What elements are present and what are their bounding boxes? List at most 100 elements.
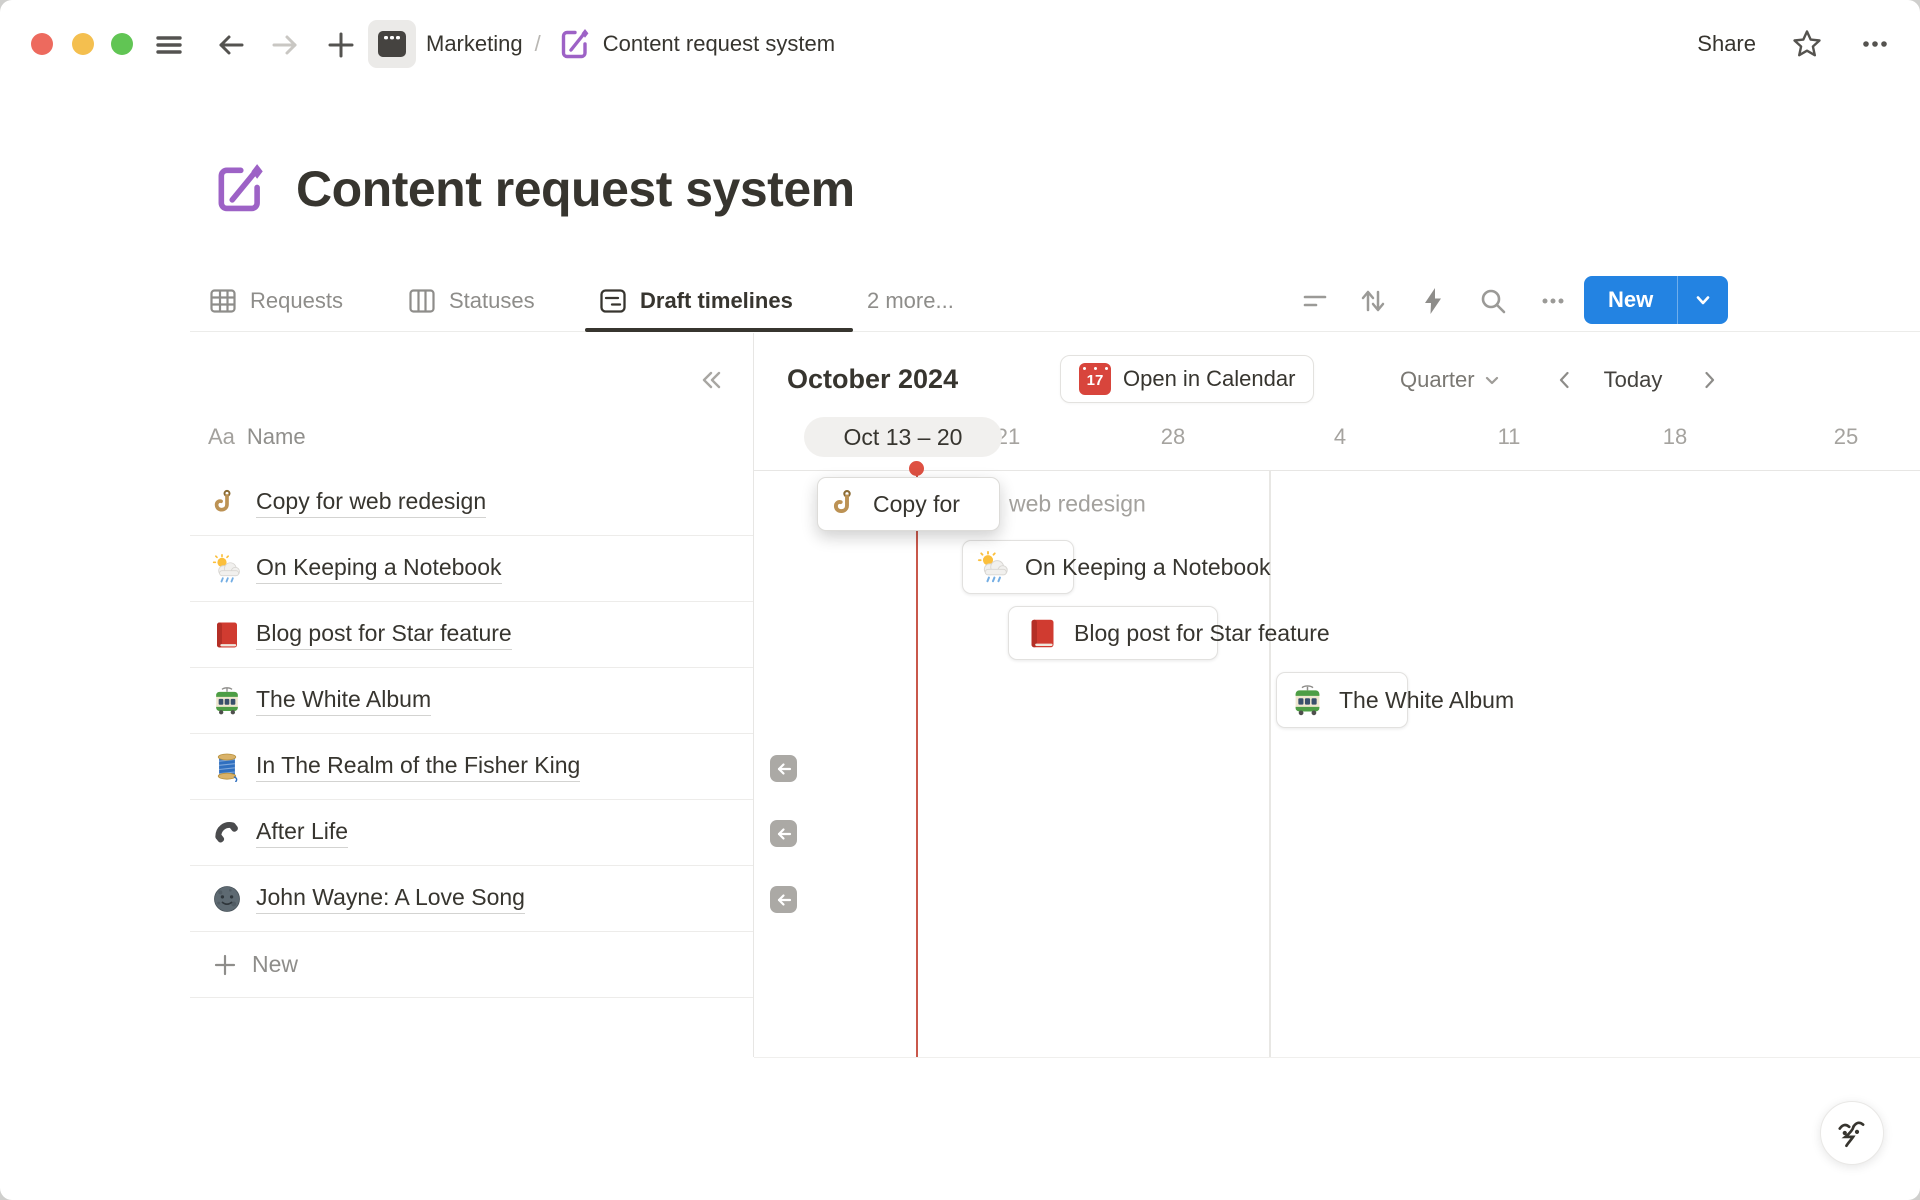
- table-row[interactable]: Copy for web redesign: [190, 470, 753, 536]
- row-title-link[interactable]: The White Album: [256, 686, 432, 716]
- panel-divider[interactable]: [753, 333, 754, 1057]
- window-minimize-button[interactable]: [72, 33, 94, 55]
- scroll-to-item-button[interactable]: [770, 820, 797, 847]
- view-options-button[interactable]: [1533, 278, 1573, 324]
- arrow-left-icon: [774, 824, 794, 844]
- tab-requests[interactable]: Requests: [208, 278, 343, 324]
- page-title-icon[interactable]: [212, 161, 268, 217]
- timeline-bar-on-keeping-a-notebook[interactable]: [962, 540, 1074, 594]
- new-button[interactable]: New: [1608, 287, 1654, 312]
- tab-statuses[interactable]: Statuses: [407, 278, 535, 324]
- tab-draft-timelines[interactable]: Draft timelines: [598, 278, 793, 324]
- timeline-today-button[interactable]: Today: [1590, 360, 1676, 400]
- row-title-link[interactable]: Blog post for Star feature: [256, 620, 512, 650]
- search-button[interactable]: [1473, 278, 1513, 324]
- sort-button[interactable]: [1353, 278, 1393, 324]
- timeline-icon: [598, 286, 628, 316]
- breadcrumb-workspace-label[interactable]: Marketing: [426, 31, 523, 56]
- marketing-page-icon: [375, 27, 409, 61]
- zoom-level-value: Quarter: [1400, 367, 1475, 392]
- row-title-link[interactable]: Copy for web redesign: [256, 488, 487, 518]
- automations-button[interactable]: [1413, 278, 1453, 324]
- column-header-name[interactable]: Aa Name: [190, 414, 753, 460]
- chevron-left-icon: [1554, 369, 1576, 391]
- notion-ai-button[interactable]: [1820, 1101, 1884, 1165]
- table-row[interactable]: John Wayne: A Love Song: [190, 866, 753, 932]
- table-row[interactable]: After Life: [190, 800, 753, 866]
- plus-icon: [325, 29, 357, 61]
- sidebar-menu-button[interactable]: [150, 26, 188, 64]
- tab-label: Statuses: [449, 288, 535, 313]
- hook-emoji-icon: [831, 488, 863, 520]
- timeline-zoom-select[interactable]: Quarter: [1400, 360, 1501, 400]
- timeline-bottom-border: [754, 1057, 1920, 1058]
- lightning-icon: [1418, 286, 1448, 316]
- today-line: [916, 471, 918, 1057]
- timeline-next-button[interactable]: [1692, 360, 1726, 400]
- filter-button[interactable]: [1295, 278, 1335, 324]
- tab-label: 2 more...: [867, 288, 954, 313]
- timeline-prev-button[interactable]: [1548, 360, 1582, 400]
- row-title-link[interactable]: In The Realm of the Fisher King: [256, 752, 581, 782]
- row-title-link[interactable]: John Wayne: A Love Song: [256, 884, 525, 914]
- bar-title-overflow: web redesign: [1009, 490, 1146, 517]
- bar-title-clipped: Copy for: [873, 490, 960, 517]
- week-label: 11: [1497, 424, 1521, 449]
- collapse-panel-button[interactable]: [694, 362, 730, 398]
- share-button[interactable]: Share: [1697, 31, 1756, 56]
- tab-label: Draft timelines: [640, 288, 793, 313]
- table-row[interactable]: On Keeping a Notebook: [190, 536, 753, 602]
- timeline-month-label: October 2024: [787, 364, 959, 394]
- active-tab-underline: [585, 328, 853, 332]
- breadcrumb-workspace-item[interactable]: [368, 20, 416, 68]
- tab-more[interactable]: 2 more...: [867, 278, 954, 324]
- new-row-button[interactable]: New: [190, 932, 753, 998]
- tabs-divider: [190, 331, 1920, 332]
- tram-emoji-icon: [212, 686, 242, 716]
- timeline-bar-blog-post-for-star-feature[interactable]: [1008, 606, 1218, 660]
- breadcrumb-separator: /: [534, 31, 541, 56]
- forward-button[interactable]: [266, 26, 304, 64]
- text-type-icon: Aa: [208, 424, 235, 449]
- scroll-to-item-button[interactable]: [770, 755, 797, 782]
- table-row[interactable]: Blog post for Star feature: [190, 602, 753, 668]
- filter-icon: [1299, 285, 1331, 317]
- plus-icon: [212, 952, 238, 978]
- chevron-right-icon: [1698, 369, 1720, 391]
- table-row[interactable]: In The Realm of the Fisher King: [190, 734, 753, 800]
- row-title-link[interactable]: After Life: [256, 818, 349, 848]
- back-arrow-icon: [215, 29, 247, 61]
- open-in-calendar-label: Open in Calendar: [1123, 366, 1296, 391]
- timeline-bar-the-white-album[interactable]: [1276, 672, 1408, 728]
- timeline-bar-copy-for-web-redesign[interactable]: Copy for: [817, 477, 1000, 531]
- board-icon: [407, 286, 437, 316]
- ellipsis-icon: [1537, 285, 1569, 317]
- favorite-star-icon[interactable]: [1790, 27, 1824, 61]
- week-label: 18: [1662, 424, 1688, 449]
- window-close-button[interactable]: [31, 33, 53, 55]
- table-row[interactable]: The White Album: [190, 668, 753, 734]
- drag-range-tooltip: Oct 13 – 20: [804, 417, 1002, 457]
- timeline-top-border: [754, 470, 1920, 471]
- forward-arrow-icon: [269, 29, 301, 61]
- more-options-icon[interactable]: [1858, 27, 1892, 61]
- back-button[interactable]: [212, 26, 250, 64]
- ai-face-icon: [1832, 1113, 1872, 1153]
- window-zoom-button[interactable]: [111, 33, 133, 55]
- double-chevron-left-icon: [697, 365, 727, 395]
- open-in-calendar-button[interactable]: 17 Open in Calendar: [1060, 355, 1315, 403]
- search-icon: [1477, 285, 1509, 317]
- today-label: Today: [1603, 367, 1663, 392]
- page-title[interactable]: Content request system: [296, 161, 855, 217]
- breadcrumb-page-label[interactable]: Content request system: [602, 31, 836, 56]
- new-record-split-button: New: [1584, 276, 1729, 324]
- new-page-button[interactable]: [322, 26, 360, 64]
- new-dropdown-button[interactable]: [1678, 289, 1728, 311]
- calendar-icon: 17: [1079, 363, 1111, 395]
- hamburger-icon: [153, 29, 185, 61]
- week-label: 25: [1833, 424, 1859, 449]
- scroll-to-item-button[interactable]: [770, 886, 797, 913]
- month-boundary-line: [1269, 471, 1271, 1057]
- row-title-link[interactable]: On Keeping a Notebook: [256, 554, 502, 584]
